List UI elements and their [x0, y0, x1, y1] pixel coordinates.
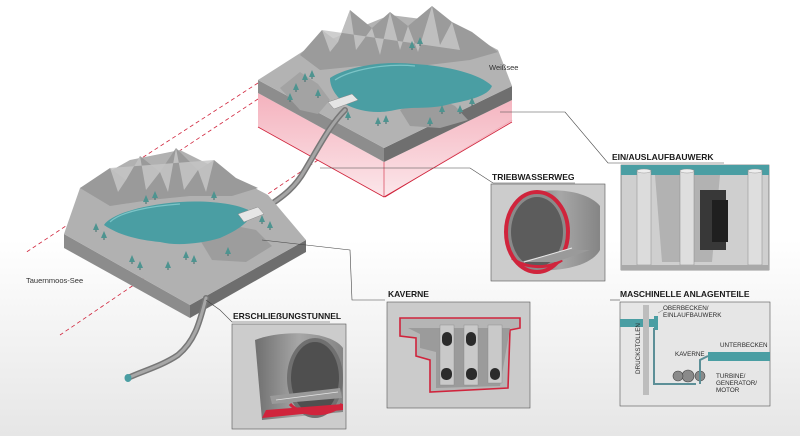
label-tauernmoos: Tauernmoos-See	[26, 276, 83, 285]
label-oberbecken-2: EINLAUFBAUWERK	[663, 312, 722, 319]
label-kaverne-m: KAVERNE	[675, 351, 705, 358]
pipe-triebwasserweg	[259, 107, 348, 213]
panel-title-maschinelle: MASCHINELLE ANLAGENTEILE	[620, 289, 750, 299]
label-turbine-3: MOTOR	[716, 387, 740, 394]
pipe-access-tunnel	[124, 295, 209, 382]
label-druckstollen: DRUCKSTOLLEN	[635, 323, 642, 374]
lower-block	[64, 148, 306, 318]
panel-ein-auslauf: EIN/AUSLAUFBAUWERK	[612, 152, 770, 271]
panel-title-triebwasserweg: TRIEBWASSERWEG	[492, 172, 575, 182]
panel-kaverne: KAVERNE	[386, 289, 531, 409]
connector-lines	[205, 111, 724, 323]
panel-triebwasserweg: TRIEBWASSERWEG	[490, 172, 606, 282]
panel-title-erschliessung: ERSCHLIEẞUNGSTUNNEL	[233, 311, 341, 321]
label-oberbecken-1: OBERBECKEN/	[663, 305, 709, 312]
upper-block	[257, 6, 513, 198]
panel-maschinelle: MASCHINELLE ANLAGENTEILE OBERBECKEN/ EIN…	[619, 289, 771, 407]
label-weisssee: Weißsee	[489, 63, 518, 72]
panel-title-kaverne: KAVERNE	[388, 289, 429, 299]
label-unterbecken: UNTERBECKEN	[720, 342, 768, 349]
panel-erschliessung: ERSCHLIEẞUNGSTUNNEL	[231, 311, 347, 430]
label-turbine-1: TURBINE/	[716, 373, 746, 380]
panel-title-ein-auslauf: EIN/AUSLAUFBAUWERK	[612, 152, 714, 162]
label-turbine-2: GENERATOR/	[716, 380, 757, 387]
